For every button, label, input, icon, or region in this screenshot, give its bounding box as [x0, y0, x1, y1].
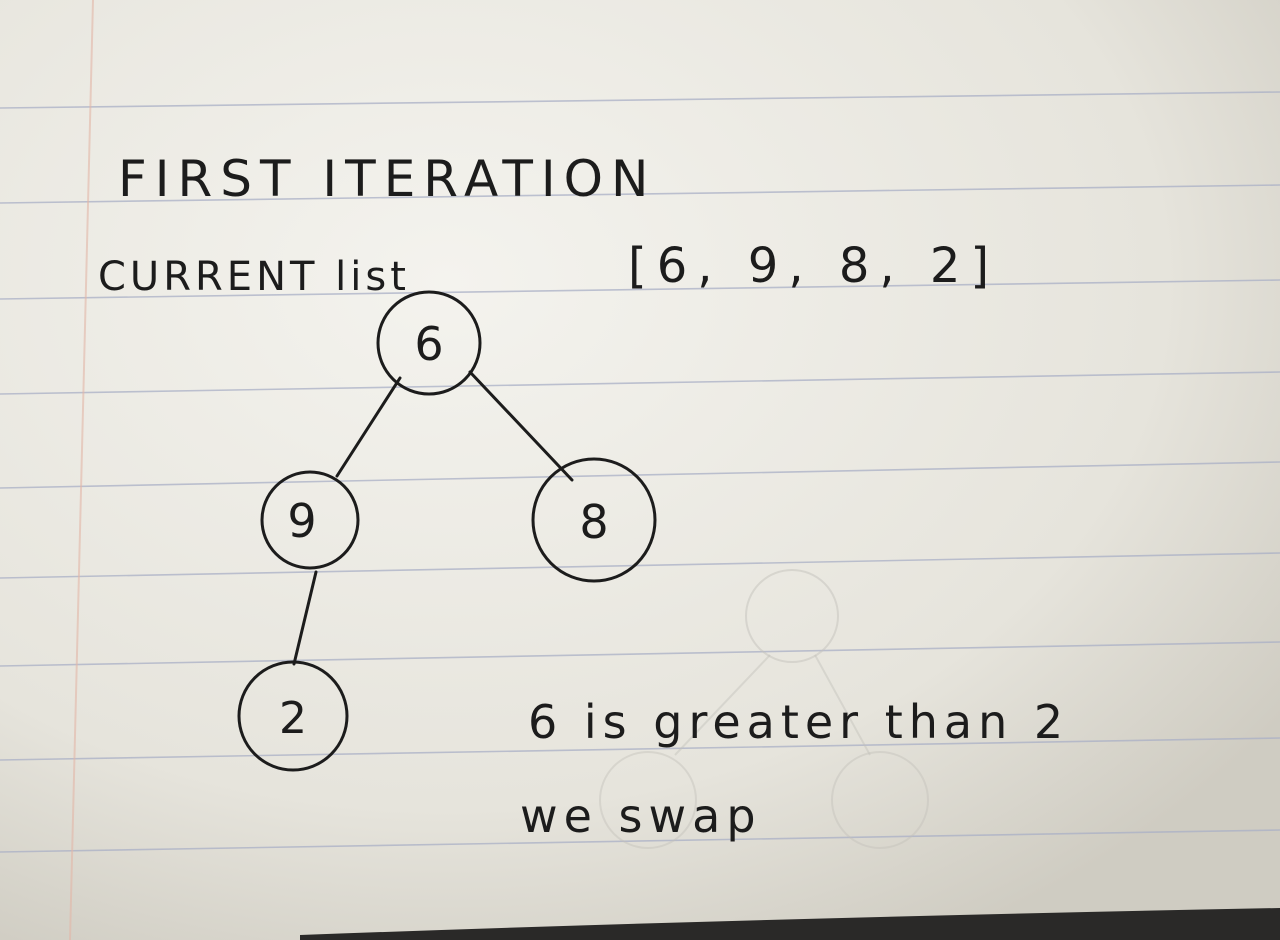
note-line-1: 6 is greater than 2	[528, 695, 1069, 749]
node-value: 8	[579, 495, 608, 549]
tree-node-left-left: 2	[237, 660, 349, 772]
node-value: 6	[414, 317, 443, 371]
ruled-lines	[0, 91, 1280, 853]
margin-line	[69, 0, 94, 940]
edge-left-leftleft	[292, 570, 318, 666]
edge-root-left	[335, 376, 402, 478]
edge-root-right	[468, 370, 574, 482]
node-value: 9	[287, 494, 316, 548]
tree-node-root: 6	[376, 290, 482, 396]
note-line-2: we swap	[520, 789, 762, 843]
tree-node-left: 9	[260, 470, 360, 570]
current-list-label: CURRENT list	[98, 254, 410, 300]
heading-text: FIRST ITERATION	[118, 150, 656, 208]
tree-edges	[292, 370, 574, 666]
bleed-through	[599, 569, 929, 849]
page-bottom-edge	[300, 908, 1280, 940]
current-list-values: [6, 9, 8, 2]	[628, 238, 999, 294]
tree-node-right: 8	[531, 457, 657, 583]
node-value: 2	[279, 693, 307, 744]
